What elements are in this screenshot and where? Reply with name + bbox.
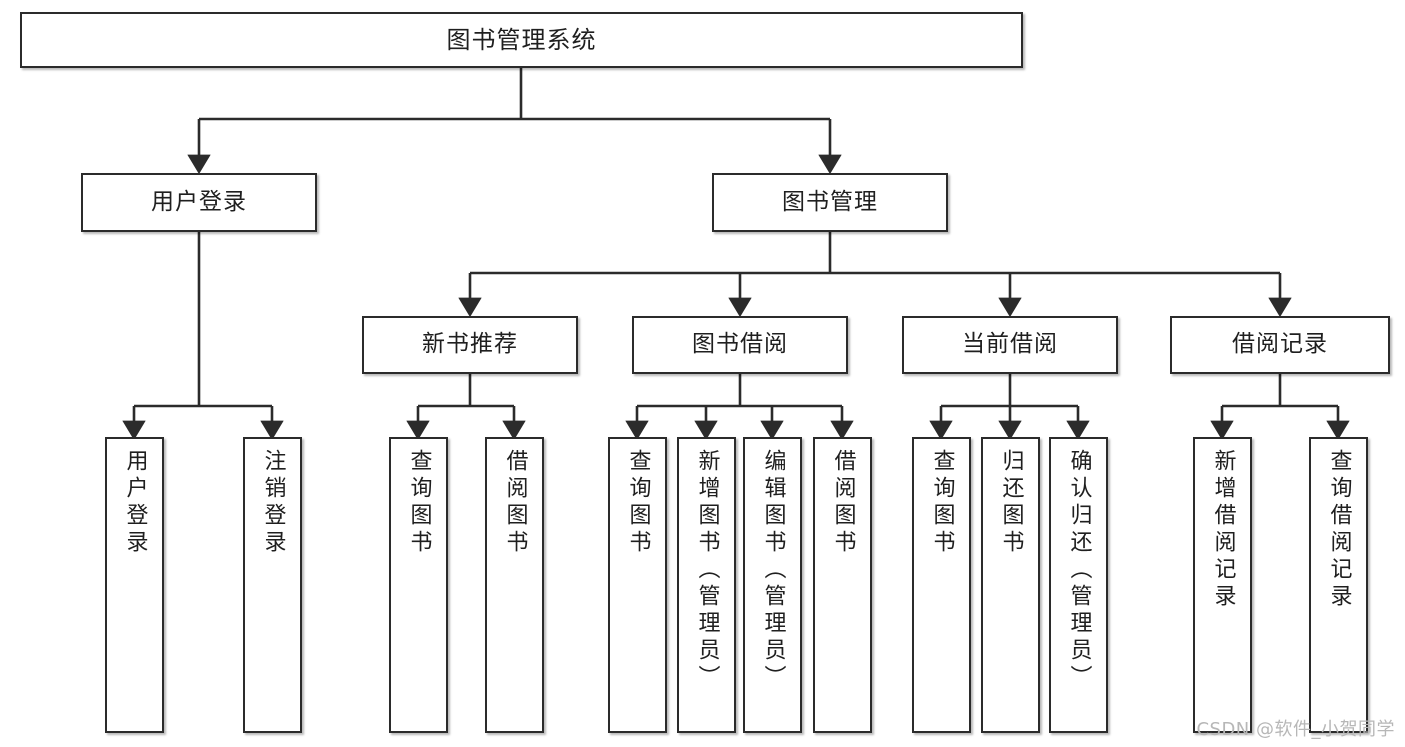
leaf-current-borrow-confirm-return[interactable]: 确认归还（管理员） — [1049, 437, 1108, 733]
node-label: 查询图书 — [406, 449, 432, 557]
node-label: 查询借阅记录 — [1326, 449, 1352, 611]
leaf-book-borrow-borrow[interactable]: 借阅图书 — [813, 437, 872, 733]
node-root-system[interactable]: 图书管理系统 — [20, 12, 1023, 68]
leaf-book-borrow-add[interactable]: 新增图书（管理员） — [677, 437, 736, 733]
node-new-book-recommend[interactable]: 新书推荐 — [362, 316, 578, 374]
node-current-borrow[interactable]: 当前借阅 — [902, 316, 1118, 374]
node-label: 当前借阅 — [962, 331, 1058, 358]
leaf-new-book-borrow[interactable]: 借阅图书 — [485, 437, 544, 733]
leaf-current-borrow-return[interactable]: 归还图书 — [981, 437, 1040, 733]
node-label: 查询图书 — [625, 449, 651, 557]
leaf-book-borrow-query[interactable]: 查询图书 — [608, 437, 667, 733]
node-book-borrow[interactable]: 图书借阅 — [632, 316, 848, 374]
node-label: 图书管理 — [782, 188, 878, 215]
leaf-current-borrow-query[interactable]: 查询图书 — [912, 437, 971, 733]
leaf-borrow-record-query[interactable]: 查询借阅记录 — [1309, 437, 1368, 733]
csdn-watermark: CSDN @软件_小贺同学 — [1196, 719, 1395, 740]
node-label: 借阅图书 — [830, 449, 856, 557]
leaf-user-login-login[interactable]: 用户登录 — [105, 437, 164, 733]
leaf-user-login-logout[interactable]: 注销登录 — [243, 437, 302, 733]
leaf-book-borrow-edit[interactable]: 编辑图书（管理员） — [743, 437, 802, 733]
node-label: 新增图书（管理员） — [694, 449, 720, 692]
node-label: 借阅记录 — [1232, 331, 1328, 358]
node-label: 图书管理系统 — [446, 25, 597, 54]
node-label: 用户登录 — [151, 188, 247, 215]
node-label: 新增借阅记录 — [1210, 449, 1236, 611]
node-label: 借阅图书 — [502, 449, 528, 557]
node-label: 查询图书 — [929, 449, 955, 557]
node-user-login[interactable]: 用户登录 — [81, 173, 317, 232]
node-label: 归还图书 — [998, 449, 1024, 557]
node-label: 新书推荐 — [422, 331, 518, 358]
node-book-management[interactable]: 图书管理 — [712, 173, 948, 232]
node-label: 编辑图书（管理员） — [760, 449, 786, 692]
node-label: 注销登录 — [260, 449, 286, 557]
node-borrow-record[interactable]: 借阅记录 — [1170, 316, 1390, 374]
node-label: 确认归还（管理员） — [1066, 449, 1092, 692]
node-label: 用户登录 — [122, 449, 148, 557]
node-label: 图书借阅 — [692, 331, 788, 358]
leaf-borrow-record-add[interactable]: 新增借阅记录 — [1193, 437, 1252, 733]
leaf-new-book-query[interactable]: 查询图书 — [389, 437, 448, 733]
